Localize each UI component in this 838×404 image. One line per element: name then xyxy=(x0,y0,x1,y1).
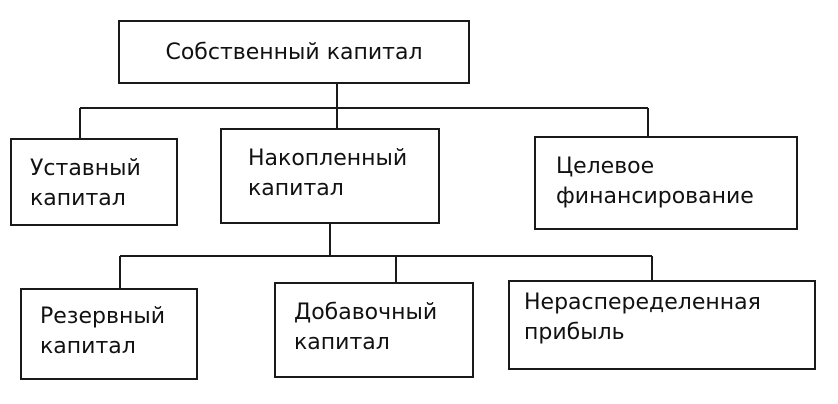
targeted-financing-label-line1: Целевое xyxy=(556,154,655,179)
charter-capital-box: Уставный капитал xyxy=(10,138,178,226)
charter-capital-label-line1: Уставный xyxy=(30,156,141,181)
additional-capital-label-line1: Добавочный xyxy=(294,300,438,325)
accumulated-capital-box: Накопленный капитал xyxy=(220,128,440,224)
targeted-financing-box: Целевое финансирование xyxy=(534,136,798,230)
accumulated-capital-label-line1: Накопленный xyxy=(248,146,408,171)
equity-root-box: Собственный капитал xyxy=(118,20,470,84)
additional-capital-box: Добавочный капитал xyxy=(274,282,474,378)
reserve-capital-label-line1: Резервный xyxy=(40,304,166,329)
retained-earnings-label-line1: Нераспеределенная xyxy=(524,290,761,315)
accumulated-capital-label-line2: капитал xyxy=(248,176,344,201)
charter-capital-label-line2: капитал xyxy=(30,186,126,211)
equity-root-label: Собственный капитал xyxy=(165,40,423,65)
reserve-capital-box: Резервный капитал xyxy=(20,288,198,380)
additional-capital-label-line2: капитал xyxy=(294,330,390,355)
retained-earnings-box: Нераспеределенная прибыль xyxy=(508,280,816,370)
targeted-financing-label-line2: финансирование xyxy=(556,184,754,209)
reserve-capital-label-line2: капитал xyxy=(40,334,136,359)
retained-earnings-label-line2: прибыль xyxy=(524,320,625,345)
